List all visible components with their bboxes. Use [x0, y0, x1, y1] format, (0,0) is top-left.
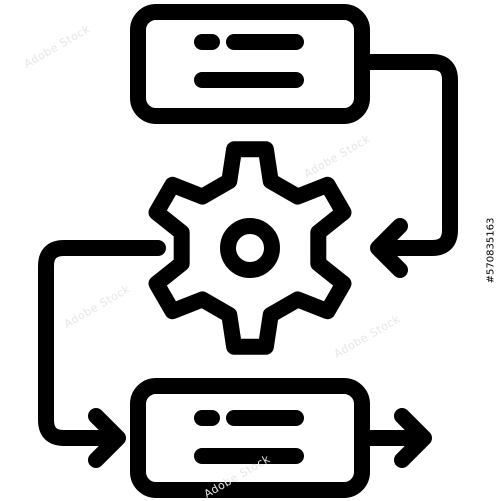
right-arrowhead-icon — [370, 218, 408, 278]
right-connector-path — [354, 54, 458, 256]
bottom-card-shape — [130, 378, 370, 498]
output-arrowhead-icon — [394, 408, 432, 468]
stock-id-label: #570835163 — [484, 0, 498, 500]
gear-icon — [148, 141, 352, 355]
left-connector-path — [38, 240, 166, 446]
gear-hub-circle — [220, 218, 280, 278]
left-arrowhead-icon — [88, 408, 126, 468]
top-card-shape — [130, 4, 370, 124]
stock-id-text: #570835163 — [485, 217, 497, 283]
